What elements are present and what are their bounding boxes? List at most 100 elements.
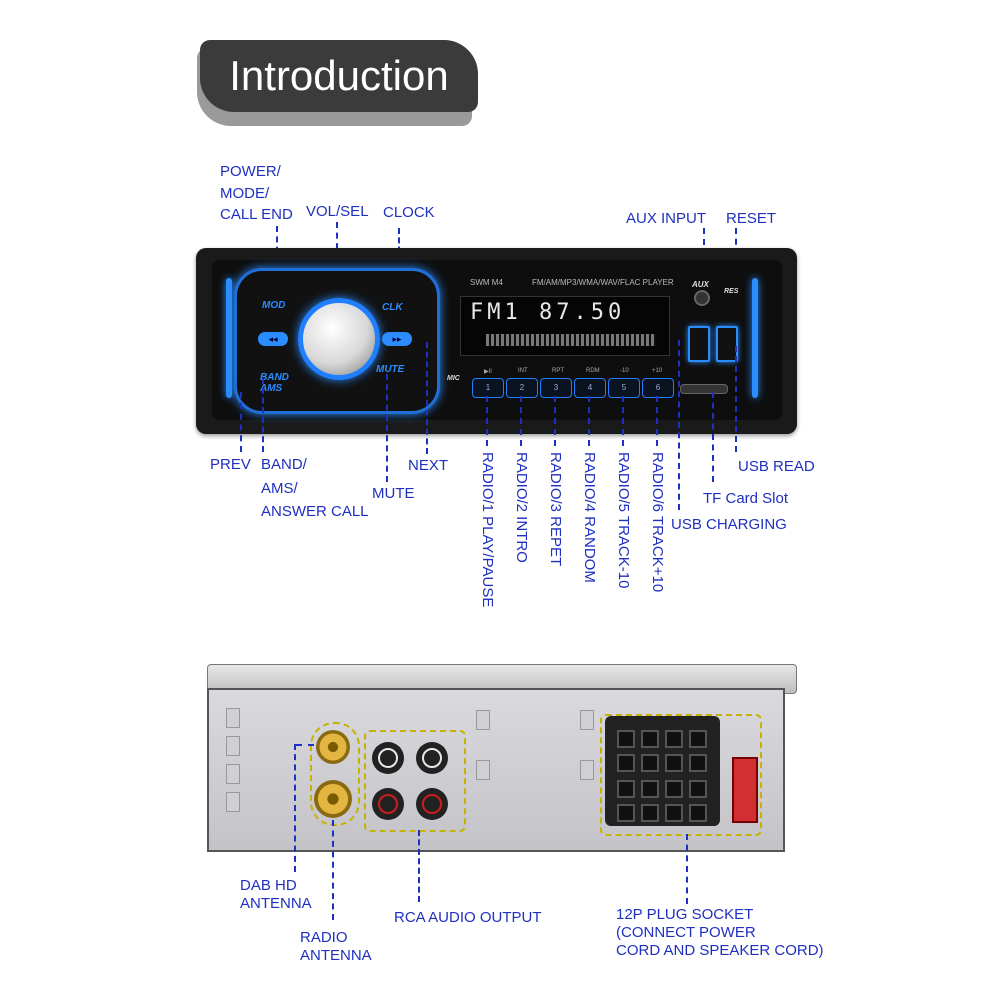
formats-label: FM/AM/MP3/WMA/WAV/FLAC PLAYER (532, 278, 674, 287)
num-label-4: RDM (586, 368, 600, 374)
leader-plug (686, 834, 688, 904)
preset-button-6[interactable]: 6 (642, 378, 674, 398)
vent (226, 708, 240, 728)
lcd-text: FM1 87.50 (470, 300, 626, 325)
leader-rca (418, 830, 420, 902)
radio-antenna-connector[interactable] (314, 780, 352, 818)
label-call-end: CALL END (220, 206, 293, 223)
usb-read-port[interactable] (716, 326, 738, 362)
mod-button[interactable]: MOD (262, 300, 286, 311)
rca-white-left[interactable] (372, 742, 404, 774)
next-button[interactable]: ▸▸ (382, 332, 412, 346)
pin (617, 804, 635, 822)
lcd-display (460, 296, 670, 356)
prev-button[interactable]: ◂◂ (258, 332, 288, 346)
label-ams: AMS/ (261, 480, 298, 497)
pin (689, 780, 707, 798)
pin (641, 754, 659, 772)
clk-button[interactable]: CLK (382, 302, 403, 313)
label-mute: MUTE (372, 485, 415, 502)
tf-card-slot[interactable] (680, 384, 728, 394)
label-usb-charging: USB CHARGING (671, 516, 787, 533)
vent (580, 710, 594, 730)
right-light-edge (752, 278, 758, 398)
label-radio-3: RADIO/3 REPET (547, 452, 564, 567)
preset-button-2[interactable]: 2 (506, 378, 538, 398)
label-rca-output: RCA AUDIO OUTPUT (394, 909, 542, 926)
label-dab-2: ANTENNA (240, 895, 312, 912)
aux-jack[interactable] (694, 290, 710, 306)
vent (476, 760, 490, 780)
pin (641, 804, 659, 822)
leader-radio-antenna (332, 820, 334, 920)
label-radio-4: RADIO/4 RANDOM (581, 452, 598, 583)
pin (689, 754, 707, 772)
vent (226, 792, 240, 812)
label-radio-antenna-2: ANTENNA (300, 947, 372, 964)
label-prev: PREV (210, 456, 251, 473)
pin (665, 754, 683, 772)
pin (689, 804, 707, 822)
preset-button-5[interactable]: 5 (608, 378, 640, 398)
mic-label: MIC (447, 375, 460, 382)
leader-radio5 (622, 396, 624, 446)
label-radio-2: RADIO/2 INTRO (513, 452, 530, 563)
label-reset: RESET (726, 210, 777, 227)
vent (476, 710, 490, 730)
plug-highlight (600, 714, 762, 836)
leader-radio2 (520, 396, 522, 446)
model-label: SWM M4 (470, 278, 503, 287)
lcd-spectrum (486, 334, 656, 346)
preset-button-3[interactable]: 3 (540, 378, 572, 398)
fuse (732, 757, 758, 823)
mute-button[interactable]: MUTE (376, 364, 405, 375)
vent (226, 736, 240, 756)
num-label-2: INT (518, 368, 528, 374)
leader-usb-charging (678, 340, 680, 510)
rca-highlight (364, 730, 466, 832)
leader-radio4 (588, 396, 590, 446)
page-title: Introduction (200, 40, 478, 112)
label-power: POWER/ (220, 163, 281, 180)
leader-radio6 (656, 396, 658, 446)
leader-dab (294, 744, 296, 872)
band-button[interactable]: BAND AMS (260, 372, 289, 394)
leader-radio3 (554, 396, 556, 446)
res-label: RES (724, 288, 739, 295)
label-mode: MODE/ (220, 185, 270, 202)
left-light-edge (226, 278, 232, 398)
label-radio-antenna-1: RADIO (300, 929, 348, 946)
vent (580, 760, 594, 780)
rca-red-left[interactable] (372, 788, 404, 820)
preset-button-4[interactable]: 4 (574, 378, 606, 398)
pin (617, 780, 635, 798)
antenna-highlight (310, 722, 360, 826)
rca-red-right[interactable] (416, 788, 448, 820)
label-usb-read: USB READ (738, 458, 815, 475)
label-radio-5: RADIO/5 TRACK-10 (615, 452, 632, 589)
preset-button-1[interactable]: 1 (472, 378, 504, 398)
pin (665, 804, 683, 822)
pin (641, 780, 659, 798)
pin (641, 730, 659, 748)
aux-label: AUX (692, 280, 709, 289)
vent (226, 764, 240, 784)
label-plug-2: (CONNECT POWER (616, 924, 756, 941)
dab-antenna-connector[interactable] (316, 730, 350, 764)
label-answer-call: ANSWER CALL (261, 503, 369, 520)
label-clock: CLOCK (383, 204, 435, 221)
pin (617, 730, 635, 748)
label-band: BAND/ (261, 456, 307, 473)
leader-prev (240, 392, 242, 452)
label-aux-input: AUX INPUT (626, 210, 707, 227)
volume-knob[interactable] (298, 298, 380, 380)
leader-tf (712, 392, 714, 482)
label-radio-1: RADIO/1 PLAY/PAUSE (479, 452, 496, 608)
num-label-1: ▶II (484, 369, 492, 375)
rca-white-right[interactable] (416, 742, 448, 774)
pin (665, 730, 683, 748)
label-vol-sel: VOL/SEL (306, 203, 369, 220)
leader-next (426, 342, 428, 454)
usb-charging-port[interactable] (688, 326, 710, 362)
label-tf-card: TF Card Slot (703, 490, 789, 507)
